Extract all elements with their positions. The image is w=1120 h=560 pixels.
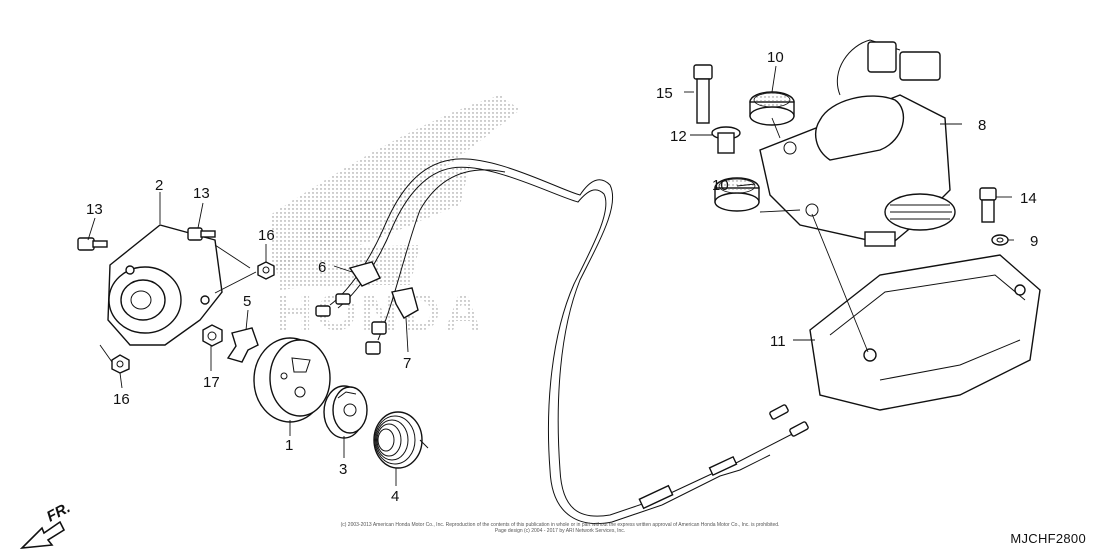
callout-labels: 1 2 3 4 5 6 7 8 9 10 10 11 12 13 13 14 1…	[86, 49, 1038, 505]
callout-17: 17	[203, 374, 220, 391]
grommet-10-upper	[749, 91, 795, 126]
nut-16-lower	[111, 354, 130, 374]
washer-9	[991, 234, 1009, 246]
front-direction-label: FR.	[44, 499, 73, 525]
pulley-1	[253, 337, 331, 423]
clip-5	[226, 327, 259, 363]
leader-lines	[87, 65, 1014, 486]
actuator-motor-8	[759, 39, 956, 247]
callout-11: 11	[770, 333, 786, 350]
copyright-line-2: Page design (c) 2004 - 2017 by ARI Netwo…	[494, 528, 626, 534]
callout-13-left: 13	[86, 201, 103, 218]
front-direction-arrow: FR.	[19, 499, 73, 550]
callout-10-lower: 10	[712, 177, 729, 194]
callout-8: 8	[978, 117, 986, 134]
housing-tray-11	[809, 254, 1041, 411]
spring-4	[373, 411, 429, 469]
bolt-14	[979, 187, 997, 223]
callout-16-upper: 16	[258, 227, 275, 244]
callout-1: 1	[285, 437, 293, 454]
cable-bracket-6	[315, 261, 381, 317]
copyright-line-1: (c) 2003-2013 American Honda Motor Co., …	[340, 522, 780, 528]
control-cable	[329, 158, 809, 525]
copyright-notice: (c) 2003-2013 American Honda Motor Co., …	[310, 522, 810, 534]
grommet-10-lower	[714, 177, 760, 212]
callout-2: 2	[155, 177, 163, 194]
nut-17	[202, 324, 223, 347]
callout-7: 7	[403, 355, 411, 372]
callout-14: 14	[1020, 190, 1037, 207]
callout-10-upper: 10	[767, 49, 784, 66]
bolt-13-left	[77, 237, 108, 251]
bolt-13-right	[187, 227, 216, 241]
callout-5: 5	[243, 293, 251, 310]
callout-12: 12	[670, 128, 687, 145]
bolt-15	[693, 64, 713, 124]
callout-4: 4	[391, 488, 399, 505]
callout-13-right: 13	[193, 185, 210, 202]
diagram-code: MJCHF2800	[1010, 531, 1086, 546]
callout-6: 6	[318, 259, 326, 276]
callout-15: 15	[656, 85, 673, 102]
callout-3: 3	[339, 461, 347, 478]
collar-12	[711, 126, 741, 154]
cable-clamp-7	[365, 287, 419, 355]
callout-16-lower: 16	[113, 391, 130, 408]
pulley-cover-bracket	[107, 224, 223, 346]
callout-9: 9	[1030, 233, 1038, 250]
drum-3	[323, 385, 368, 439]
honda-wing-watermark: HONDA	[270, 95, 520, 342]
nut-16-upper	[257, 261, 275, 280]
